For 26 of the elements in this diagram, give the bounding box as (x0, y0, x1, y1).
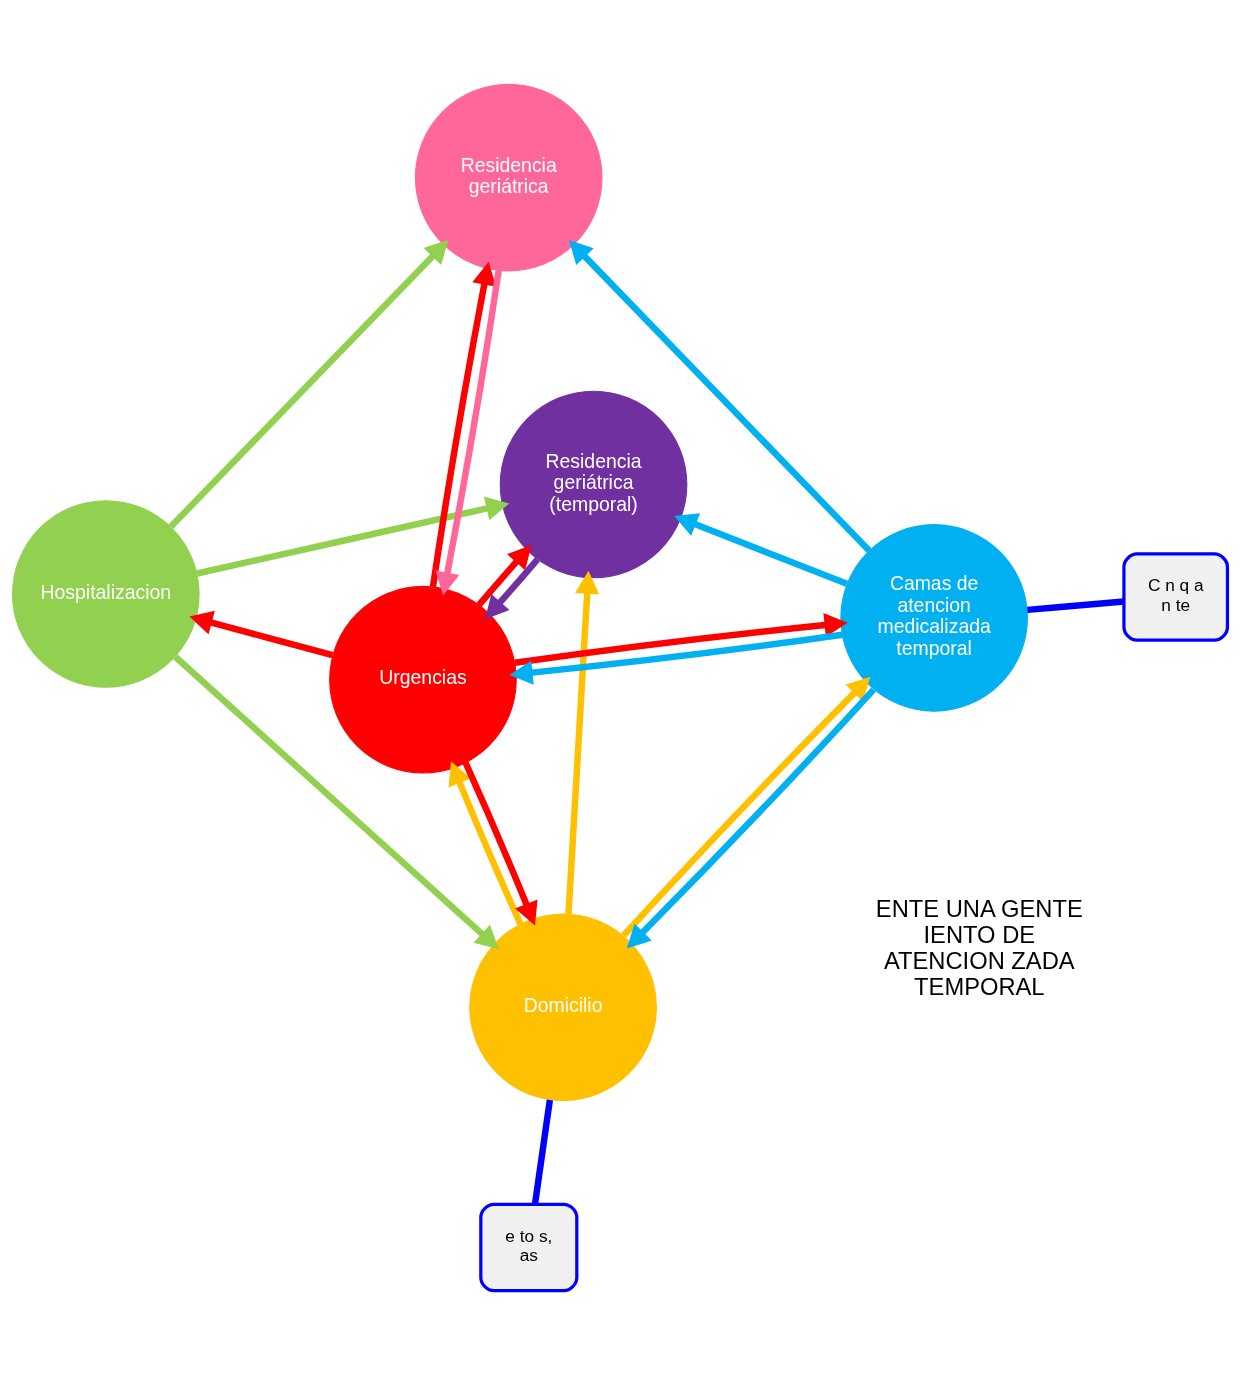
arrow (568, 239, 872, 553)
arrow (509, 631, 843, 685)
node-circle: Domicilio (469, 913, 657, 1102)
arrow (196, 496, 510, 577)
arrow (514, 612, 848, 666)
node-circle: Urgencias (329, 585, 517, 774)
arrow (485, 557, 540, 620)
label: ENTE UNA GENTE IENTO DE ATENCION ZADA TEMPORAL (875, 896, 1083, 1000)
arrow (173, 654, 499, 950)
connector (531, 1099, 554, 1205)
node-circle: Hospitalizacion (12, 500, 200, 688)
arrow (476, 544, 532, 607)
node-circle: Residencia geriátrica (414, 83, 603, 272)
arrow (429, 261, 497, 588)
arrow (168, 239, 449, 529)
arrow (674, 513, 849, 587)
arrow (448, 761, 524, 926)
node-circle: Camas de atencion medicalizada temporal (840, 524, 1028, 712)
node-box: C n q a n te (1122, 552, 1230, 642)
node-box: e to s, as (479, 1202, 579, 1293)
connector (1027, 598, 1125, 614)
arrow (462, 761, 538, 926)
arrow (565, 570, 600, 915)
node-circle: Residencia geriátrica (temporal) (499, 390, 688, 579)
arrow (189, 610, 334, 659)
arrow (435, 269, 502, 596)
